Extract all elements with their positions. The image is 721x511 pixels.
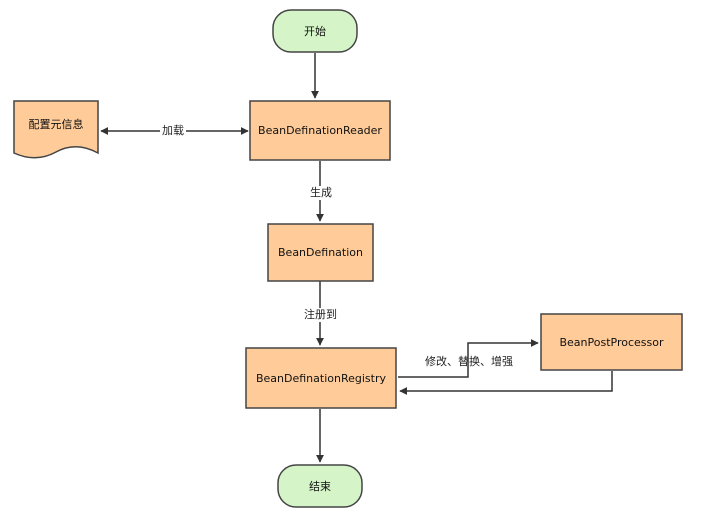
node-start-shape [272, 9, 358, 53]
node-definition-label: BeanDefination [278, 246, 363, 259]
node-meta-label: 配置元信息 [28, 118, 84, 131]
edge-reader-definition-label: 生成 [308, 186, 334, 200]
edges-group [100, 53, 613, 463]
edge-meta-reader-label: 加载 [160, 124, 186, 138]
node-end-shape [277, 464, 363, 508]
edge-definition-registry-label: 注册到 [302, 308, 339, 322]
node-reader-label: BeanDefinationReader [258, 124, 382, 137]
node-registry-shape [245, 347, 397, 409]
edge-registry-post [398, 339, 539, 378]
node-meta-shape [13, 100, 99, 159]
node-start-label: 开始 [304, 25, 326, 38]
edge-registry-post-label: 修改、替换、增强 [425, 355, 513, 368]
node-registry-label: BeanDefinationRegistry [255, 371, 386, 385]
node-definition-shape [267, 223, 374, 282]
node-reader-shape [249, 100, 391, 161]
node-end-label: 结束 [309, 480, 331, 493]
node-post-shape [540, 313, 683, 371]
edge-post-registry [399, 371, 613, 395]
node-post-label: BeanPostProcessor [559, 335, 664, 349]
nodes-group [13, 9, 683, 508]
